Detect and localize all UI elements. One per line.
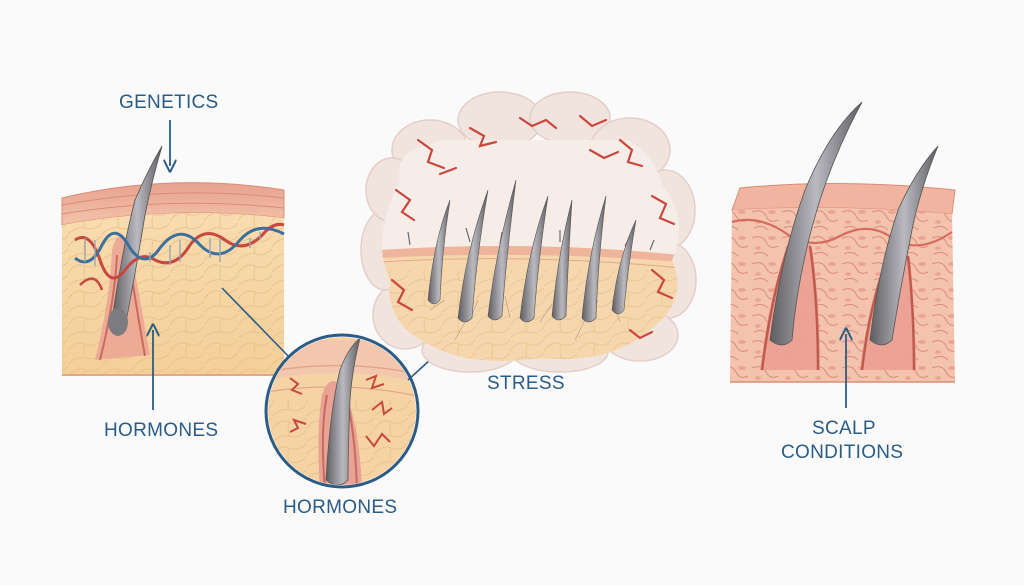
hormones-center-label: HORMONES: [283, 497, 398, 518]
hormones-zoom-circle: [264, 333, 420, 489]
stress-cloud-panel: [360, 91, 697, 373]
genetics-label: GENETICS: [119, 92, 219, 113]
left-skin-panel: [61, 145, 285, 376]
zoom-connector-line: [221, 287, 293, 361]
right-scalp-panel: [730, 101, 956, 383]
dna-helix: [74, 222, 285, 291]
stress-label: STRESS: [487, 373, 565, 394]
scalp-conditions-label-line2: CONDITIONS: [781, 442, 904, 463]
hormones-left-label: HORMONES: [104, 420, 219, 441]
scalp-conditions-label-line1: SCALP: [812, 418, 876, 439]
